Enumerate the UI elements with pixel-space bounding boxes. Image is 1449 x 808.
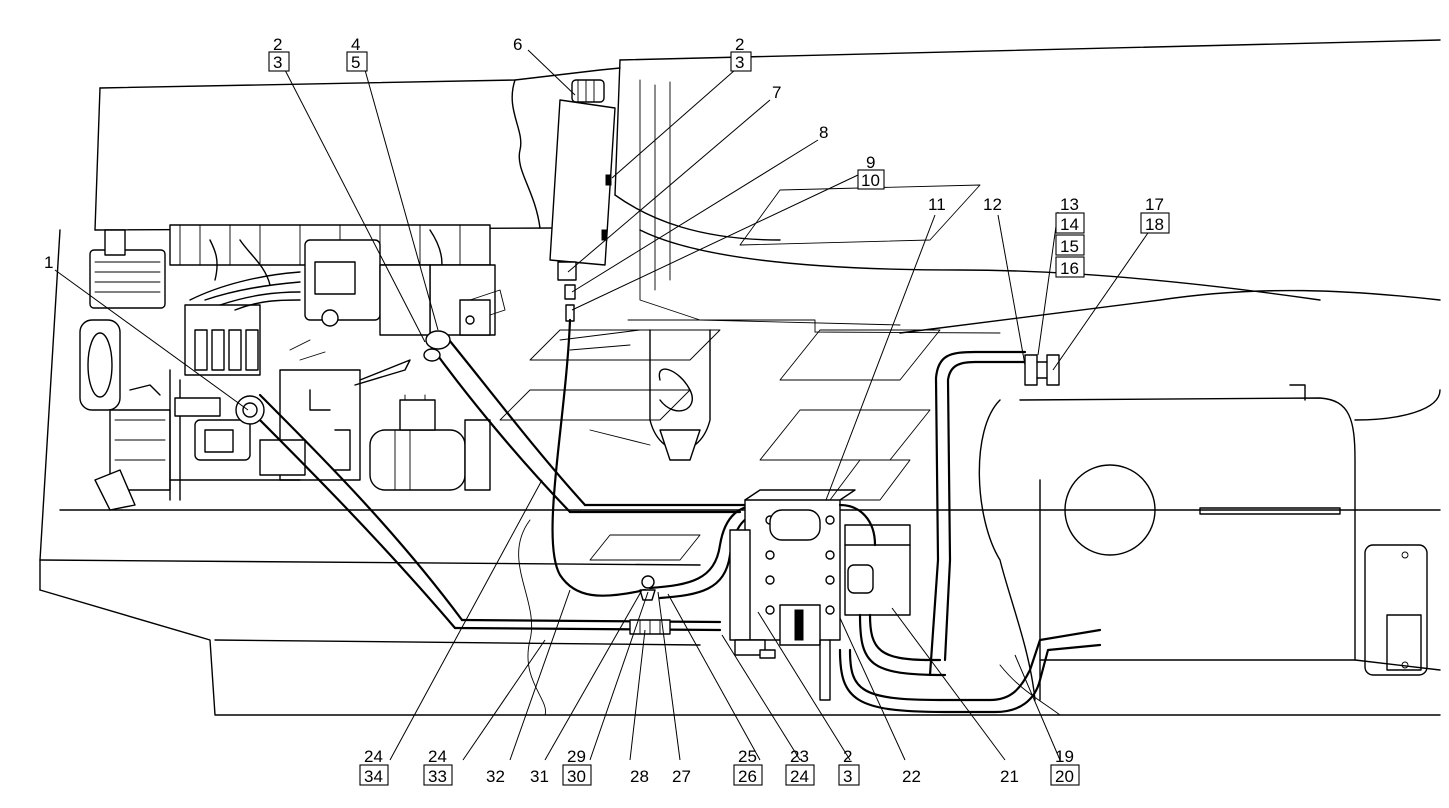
callout-c23-line2: 24 [790, 767, 809, 786]
callout-c1-line1: 1 [44, 253, 53, 272]
callout-labels: 1 2 3 4 5 6 2 3 7 8 9 10 11 12 13 14 15 … [44, 35, 1170, 786]
callout-c4-line1: 4 [351, 35, 360, 54]
callout-c7-line1: 7 [772, 83, 781, 102]
callout-c19-line1: 19 [1055, 747, 1074, 766]
reservoir [549, 79, 647, 597]
callout-c24a-line1: 24 [364, 747, 383, 766]
callout-c13-line1: 13 [1060, 195, 1079, 214]
leader-lines [54, 49, 1151, 761]
callout-c9-box [857, 169, 885, 190]
callout-c2c-line2: 3 [843, 767, 852, 786]
callout-c13-box2 [1055, 234, 1085, 256]
callout-c23-box [785, 764, 815, 786]
callout-c23-line1: 23 [790, 747, 809, 766]
callout-c11-line1: 11 [928, 195, 946, 214]
callout-c29-line1: 29 [567, 747, 586, 766]
callout-c25-line2: 26 [738, 767, 757, 786]
callout-c17-box [1140, 212, 1170, 234]
callout-c9-line2: 10 [861, 171, 880, 190]
callout-c13-box3 [1055, 256, 1085, 278]
callout-c13-line4: 16 [1060, 259, 1079, 278]
callout-c2b-line1: 2 [735, 35, 744, 54]
callout-c17-line1: 17 [1145, 195, 1164, 214]
callout-c6-line1: 6 [513, 35, 522, 54]
callout-c2a-box [268, 51, 290, 72]
callout-c24b-line2: 33 [428, 767, 447, 786]
callout-c25-line1: 25 [738, 747, 757, 766]
callout-c13-line3: 15 [1060, 237, 1079, 256]
callout-c24b-box [423, 764, 453, 786]
callout-c4-box [346, 51, 368, 72]
callout-c24a-line2: 34 [364, 767, 383, 786]
callout-c2a-line2: 3 [273, 53, 282, 72]
engine-block [79, 224, 506, 511]
tank-hoses [838, 350, 1102, 714]
callout-c31-line1: 31 [530, 767, 549, 786]
callout-c29-line2: 30 [567, 767, 586, 786]
callout-c2a-line1: 2 [273, 35, 282, 54]
callout-c27-line1: 27 [672, 767, 691, 786]
callout-c21-line1: 21 [1000, 767, 1019, 786]
callout-c28-line1: 28 [630, 767, 649, 786]
valve-assembly [639, 489, 947, 701]
callout-c19-box [1050, 764, 1080, 786]
intake-pipes [235, 330, 747, 635]
callout-c9-line1: 9 [866, 153, 875, 172]
callout-c2c-line1: 2 [843, 747, 852, 766]
callout-c2b-line2: 3 [735, 53, 744, 72]
hood-outline [94, 39, 1441, 334]
callout-c17-line2: 18 [1145, 215, 1164, 234]
callout-c12-line1: 12 [983, 195, 1002, 214]
callout-c8-line1: 8 [819, 123, 828, 142]
callout-c13-line2: 14 [1060, 215, 1079, 234]
callout-c25-box [733, 764, 763, 786]
callout-c24b-line1: 24 [428, 747, 447, 766]
callout-c22-line1: 22 [902, 767, 921, 786]
callout-c13-box1 [1055, 212, 1085, 234]
callout-c2c-box [838, 764, 860, 786]
callout-c2b-box [730, 51, 752, 72]
callout-c29-box [562, 764, 592, 786]
callout-c4-line2: 5 [351, 53, 360, 72]
callout-c32-line1: 32 [486, 767, 505, 786]
cab-interior [559, 329, 711, 461]
flow-outline [499, 184, 981, 561]
callout-c19-line2: 20 [1055, 767, 1074, 786]
callout-c24a-box [359, 764, 389, 786]
